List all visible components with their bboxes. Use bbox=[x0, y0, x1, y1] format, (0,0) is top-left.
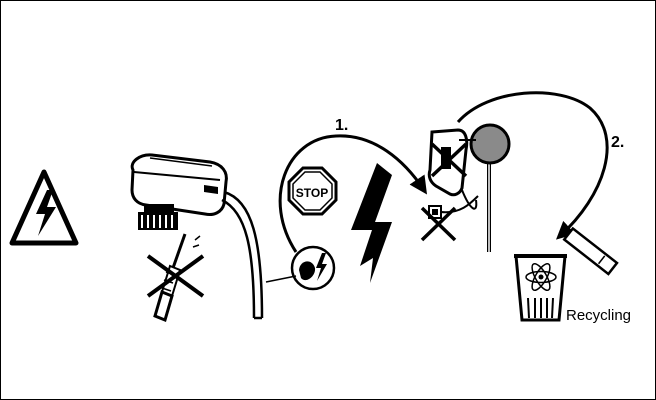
cross-out-icon bbox=[430, 142, 468, 178]
stop-sign-icon: STOP bbox=[287, 166, 338, 216]
wall-socket-icon bbox=[428, 195, 479, 219]
cross-out-icon bbox=[420, 206, 457, 242]
lamp-post-icon bbox=[469, 123, 511, 252]
step-label-2: 2. bbox=[611, 134, 624, 151]
actuator-device-icon bbox=[130, 153, 264, 320]
curved-arrow-icon bbox=[456, 91, 609, 240]
cross-out-icon bbox=[146, 254, 205, 298]
plug-socket-icon bbox=[265, 245, 336, 291]
curved-arrow-icon bbox=[278, 134, 427, 253]
step-label-1: 1. bbox=[335, 117, 348, 134]
recycling-bin-icon bbox=[514, 254, 567, 322]
lamp-cable bbox=[461, 189, 478, 210]
stop-sign-text: STOP bbox=[296, 186, 328, 200]
lightning-bolt-icon bbox=[351, 163, 392, 283]
high-voltage-warning-icon bbox=[9, 169, 79, 246]
recycling-label: Recycling bbox=[566, 307, 631, 324]
battery-icon bbox=[561, 226, 619, 276]
